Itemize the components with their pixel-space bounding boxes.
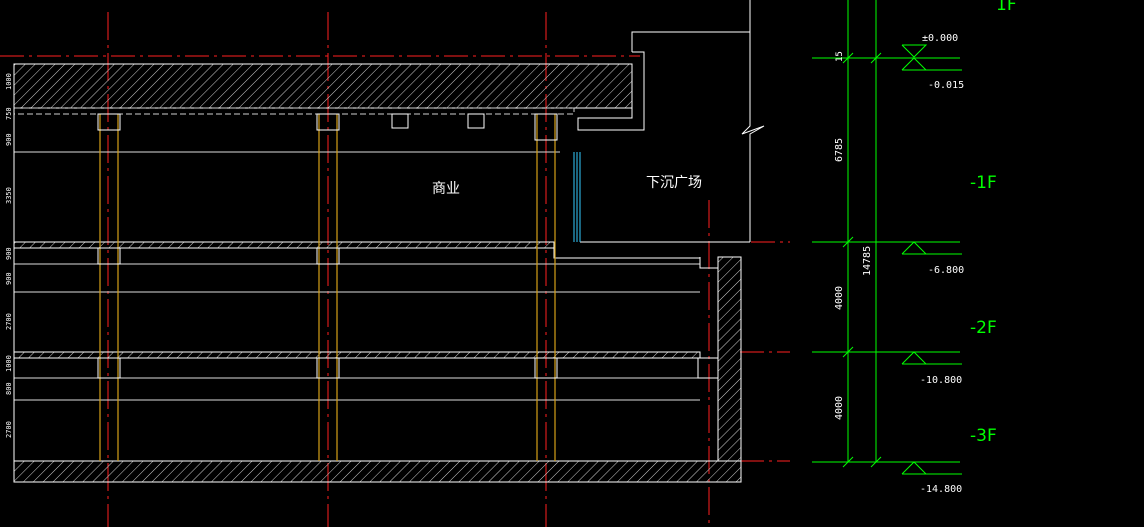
dim-4000-b: 4000 [834, 396, 845, 420]
glass-wall [573, 152, 581, 242]
floor-label-b3: -3F [970, 426, 997, 446]
dim-left-2700-b: 2700 [5, 421, 13, 438]
dim-15: 15 [835, 51, 845, 62]
roof-slab [13, 63, 633, 109]
roof-canopy [631, 31, 750, 52]
slab-b1 [13, 241, 555, 249]
elevation-1: -0.015 [928, 80, 964, 91]
roof-beam-band [13, 107, 575, 115]
slab-b2 [13, 351, 701, 359]
dim-left-2700-a: 2700 [5, 313, 13, 330]
dim-left-800: 800 [5, 382, 13, 395]
elevation-4: -14.800 [920, 484, 962, 495]
dim-left-900-a: 900 [5, 133, 13, 146]
floor-label-b1: -1F [970, 173, 997, 193]
room-label-sunken-plaza: 下沉广场 [646, 175, 702, 191]
slab-b1-step [553, 248, 700, 259]
break-line [741, 0, 765, 242]
dim-left-900-b: 900 [5, 247, 13, 260]
base-slab [13, 460, 742, 483]
room-label-commercial: 商业 [432, 181, 460, 197]
dim-left-750: 750 [5, 107, 13, 120]
dim-4000-a: 4000 [834, 286, 845, 310]
retaining-wall [717, 256, 742, 462]
dimension-chain [812, 0, 960, 468]
elevation-3: -10.800 [920, 375, 962, 386]
elevation-0: ±0.000 [922, 33, 958, 44]
floor-lines [14, 151, 700, 401]
floor-label-b2: -2F [970, 318, 997, 338]
column-caps [97, 113, 719, 379]
retaining-wall-top [699, 257, 718, 269]
dim-left-1000-b: 1000 [5, 355, 13, 372]
dim-14785: 14785 [862, 246, 873, 276]
elevation-2: -6.800 [928, 265, 964, 276]
elevation-markers [901, 44, 962, 475]
dim-left-3350: 3350 [5, 187, 13, 204]
dim-left-900-c: 900 [5, 272, 13, 285]
dim-left-1000-a: 1000 [5, 73, 13, 90]
dim-6785: 6785 [834, 138, 845, 162]
floor-label-1f: 1F [996, 0, 1017, 15]
roof-edge [577, 51, 645, 131]
columns [99, 114, 556, 461]
